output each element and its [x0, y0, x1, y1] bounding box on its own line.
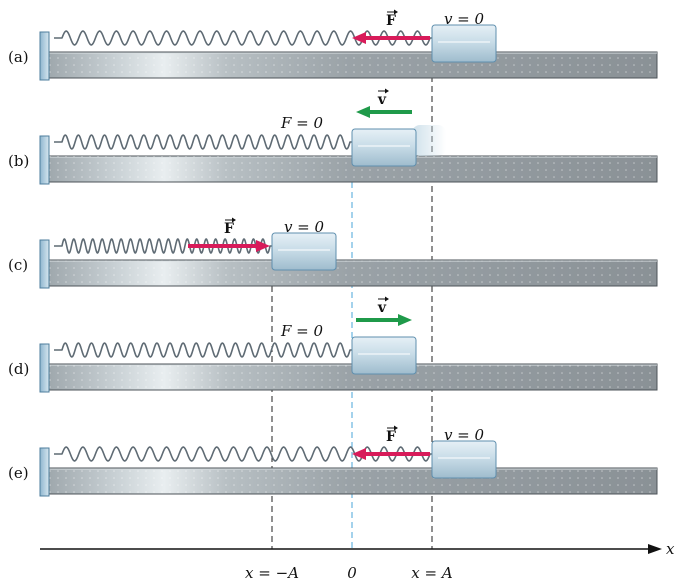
- panel-b: (b) F = 0 v: [8, 88, 658, 185]
- wall: [39, 135, 50, 185]
- track-texture: [41, 468, 657, 494]
- axis-tick-label: 0: [347, 564, 357, 581]
- motion-blur: [412, 125, 446, 156]
- panels: (a) v = 0 F (b) F = 0 v (c) v = 0 F (d) F = 0 v (e) v…: [8, 9, 658, 497]
- arrow-symbol: F: [386, 13, 396, 29]
- track-texture: [41, 52, 657, 78]
- block: [431, 24, 497, 63]
- x-axis: x x = −A 0 x = A: [40, 540, 675, 581]
- vector-arrow-tip: [385, 88, 389, 94]
- panel-label: (e): [8, 464, 29, 482]
- arrow-symbol: v: [377, 300, 387, 316]
- arrow-head: [256, 240, 270, 252]
- vector-arrow-tip: [385, 296, 389, 302]
- panel-label: (a): [8, 48, 29, 66]
- spring: [54, 30, 432, 46]
- state-text: F = 0: [280, 322, 324, 340]
- spring: [54, 134, 352, 150]
- axis-tick-label: x = A: [411, 564, 453, 581]
- arrow-symbol: v: [377, 92, 387, 108]
- panel-label: (d): [8, 360, 29, 378]
- spring: [54, 446, 432, 462]
- block: [271, 232, 337, 271]
- axis-tick-label: x = −A: [245, 564, 299, 581]
- vector-arrow-tip: [394, 425, 398, 431]
- panel-label: (c): [8, 256, 28, 274]
- block: [351, 128, 417, 167]
- spring: [54, 342, 352, 358]
- wall: [39, 447, 50, 497]
- vector-arrow-tip: [232, 217, 236, 223]
- force-arrow: [352, 448, 430, 460]
- panel-label: (b): [8, 152, 29, 170]
- panel-a: (a) v = 0 F: [8, 9, 658, 81]
- track-texture: [41, 156, 657, 182]
- block: [431, 440, 497, 479]
- spring: [54, 238, 272, 254]
- track-texture: [41, 260, 657, 286]
- panel-c: (c) v = 0 F: [8, 217, 658, 289]
- wall: [39, 239, 50, 289]
- state-text: F = 0: [280, 114, 324, 132]
- state-text: v = 0: [444, 10, 485, 28]
- wall: [39, 343, 50, 393]
- force-arrow: [352, 32, 430, 44]
- wall: [39, 31, 50, 81]
- force-arrow: [188, 240, 270, 252]
- state-text: v = 0: [284, 218, 325, 236]
- velocity-arrow: [356, 314, 412, 326]
- axis-label: x: [666, 540, 675, 558]
- track-texture: [41, 364, 657, 390]
- velocity-arrow: [356, 106, 412, 118]
- axis-arrowhead: [648, 544, 662, 554]
- state-text: v = 0: [444, 426, 485, 444]
- block: [351, 336, 417, 375]
- arrow-head: [352, 448, 366, 460]
- arrow-symbol: F: [386, 429, 396, 445]
- panel-e: (e) v = 0 F: [8, 425, 658, 497]
- panel-d: (d) F = 0 v: [8, 296, 658, 393]
- vector-arrow-tip: [394, 9, 398, 15]
- arrow-head: [398, 314, 412, 326]
- arrow-head: [356, 106, 370, 118]
- arrow-symbol: F: [224, 221, 234, 237]
- arrow-head: [352, 32, 366, 44]
